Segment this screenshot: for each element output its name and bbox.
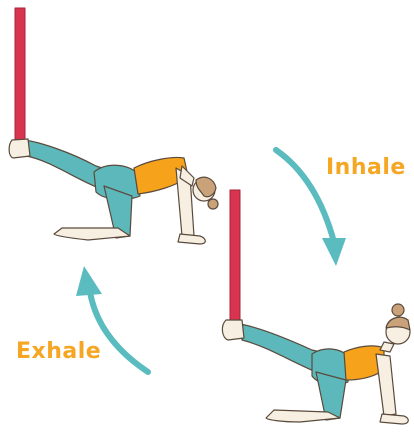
top-resistance-strap: [15, 8, 25, 141]
bottom-lower-leg: [266, 410, 340, 422]
inhale-label: Inhale: [326, 157, 406, 179]
exhale-label: Exhale: [16, 341, 101, 363]
bottom-neck: [380, 342, 394, 352]
top-figure: [9, 8, 218, 244]
top-hair-bun: [208, 199, 218, 209]
bottom-raised-foot: [222, 320, 244, 340]
top-raised-foot: [9, 139, 30, 158]
bottom-hand: [380, 414, 408, 424]
top-hand: [178, 234, 205, 244]
bottom-hair-bun: [392, 304, 404, 316]
bottom-resistance-strap: [230, 190, 240, 326]
inhale-arrowhead: [322, 238, 346, 266]
bottom-figure: [222, 190, 410, 424]
bottom-arm: [376, 354, 396, 416]
exhale-arrowhead: [76, 266, 102, 296]
